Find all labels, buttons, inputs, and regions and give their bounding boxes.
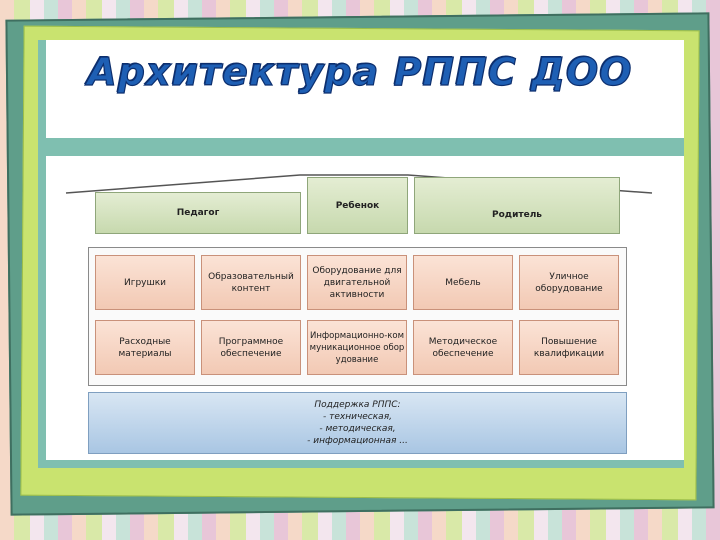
element-box: Мебель: [413, 255, 513, 310]
element-box: Программное обеспечение: [201, 320, 301, 375]
element-label: Уличное оборудование: [535, 271, 603, 294]
element-box: Информационно-коммуникационное оборудова…: [307, 320, 407, 375]
roof-label-child: Ребенок: [335, 200, 380, 211]
title-panel: [46, 40, 684, 138]
element-box: Повышение квалификации: [519, 320, 619, 375]
element-label: Оборудование для двигательной активности: [312, 265, 402, 300]
roof-box-parent: Родитель: [414, 177, 620, 234]
element-box: Оборудование для двигательной активности: [307, 255, 407, 310]
support-item: - методическая,: [319, 424, 396, 434]
element-label: Образовательный контент: [208, 271, 294, 294]
support-box: Поддержка РППС: - техническая, - методич…: [88, 392, 627, 454]
support-heading: Поддержка РППС:: [314, 400, 401, 410]
element-label: Повышение квалификации: [533, 336, 605, 359]
element-box: Расходные материалы: [95, 320, 195, 375]
roof-label-teacher: Педагог: [176, 208, 220, 218]
element-label: Методическое обеспечение: [428, 336, 498, 359]
element-box: Игрушки: [95, 255, 195, 310]
page-title: Архитектура РППС ДОО: [87, 49, 633, 94]
element-label: Информационно-коммуникационное оборудова…: [309, 330, 405, 365]
support-item: - техническая,: [323, 412, 392, 422]
roof-label-parent: Родитель: [492, 209, 542, 220]
element-label: Игрушки: [123, 277, 167, 288]
element-label: Расходные материалы: [118, 336, 172, 359]
element-label: Программное обеспечение: [218, 336, 284, 359]
element-box: Методическое обеспечение: [413, 320, 513, 375]
roof-box-child: Ребенок: [307, 177, 408, 234]
element-box: Уличное оборудование: [519, 255, 619, 310]
element-box: Образовательный контент: [201, 255, 301, 310]
support-item: - информационная ...: [307, 436, 408, 446]
roof-box-teacher: Педагог: [95, 192, 301, 234]
element-label: Мебель: [445, 277, 481, 288]
